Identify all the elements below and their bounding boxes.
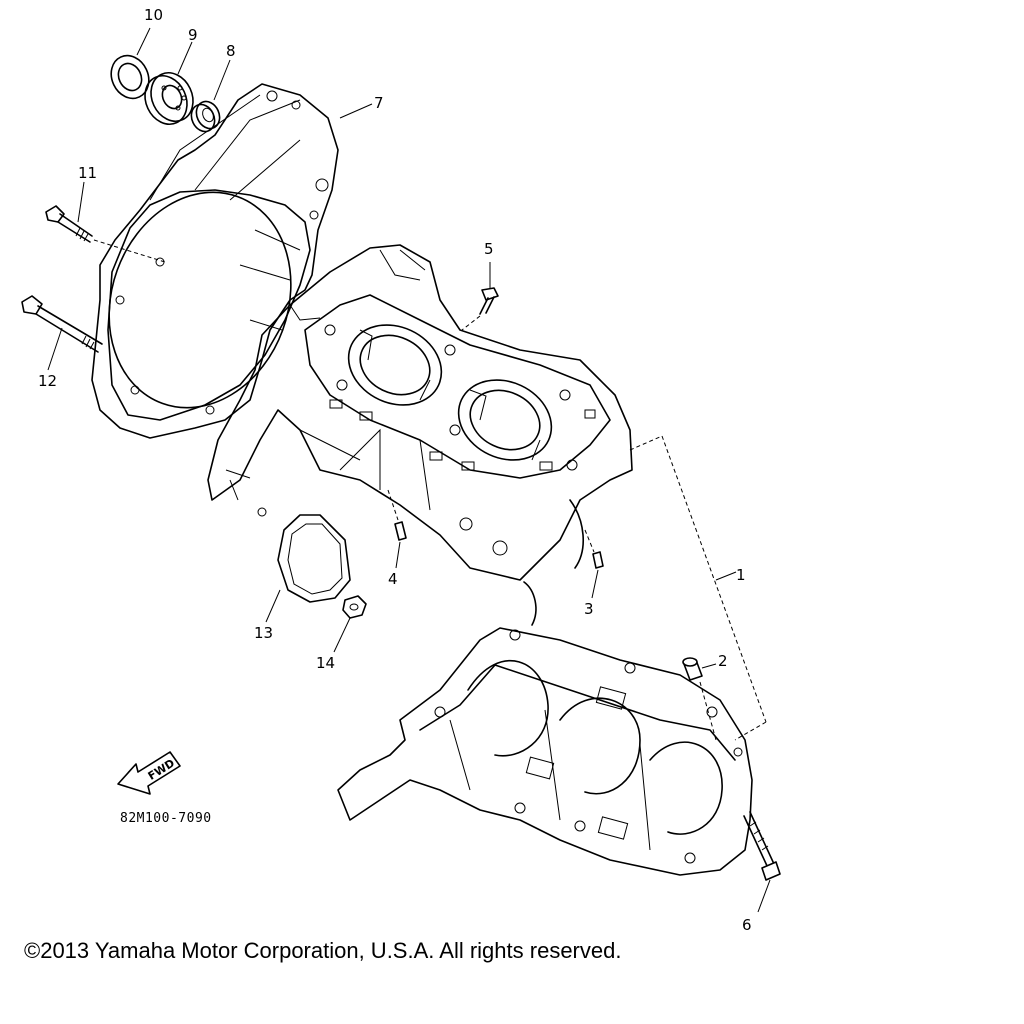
- part-1-lower-crankcase: [337, 581, 753, 876]
- callout-5: 5: [484, 240, 494, 258]
- part-9-bearing: [144, 41, 194, 125]
- part-13-plate: [265, 514, 351, 623]
- part-1-upper-crankcase: [207, 244, 633, 581]
- fwd-arrow-icon: FWD: [117, 751, 181, 795]
- part-4-dowel-pin: [387, 489, 407, 569]
- callout-3: 3: [584, 600, 594, 618]
- part-1-bracket-leader: [629, 435, 767, 741]
- copyright-notice: ©2013 Yamaha Motor Corporation, U.S.A. A…: [24, 938, 622, 963]
- callout-13: 13: [254, 624, 273, 642]
- callout-6: 6: [742, 916, 752, 934]
- callout-7: 7: [374, 94, 384, 112]
- part-10-oil-seal: [110, 27, 151, 100]
- part-6-stud-bolt: [743, 811, 781, 913]
- part-5-bolt: [461, 262, 499, 331]
- callout-1: 1: [736, 566, 746, 584]
- part-11-bolt: [45, 181, 166, 263]
- callout-4: 4: [388, 570, 398, 588]
- diagram-code: 82M100-7090: [120, 811, 212, 826]
- part-3-dowel-pin: [584, 529, 604, 599]
- part-2-dowel-pin: [682, 657, 717, 741]
- callout-14: 14: [316, 654, 335, 672]
- callout-2: 2: [718, 652, 728, 670]
- callout-10: 10: [144, 6, 163, 24]
- part-14-nut: [333, 595, 367, 653]
- callout-8: 8: [226, 42, 236, 60]
- callout-9: 9: [188, 26, 198, 44]
- callout-11: 11: [78, 164, 97, 182]
- part-12-bolt: [21, 295, 103, 371]
- callout-12: 12: [38, 372, 57, 390]
- part-7-flywheel-cover: [91, 83, 373, 439]
